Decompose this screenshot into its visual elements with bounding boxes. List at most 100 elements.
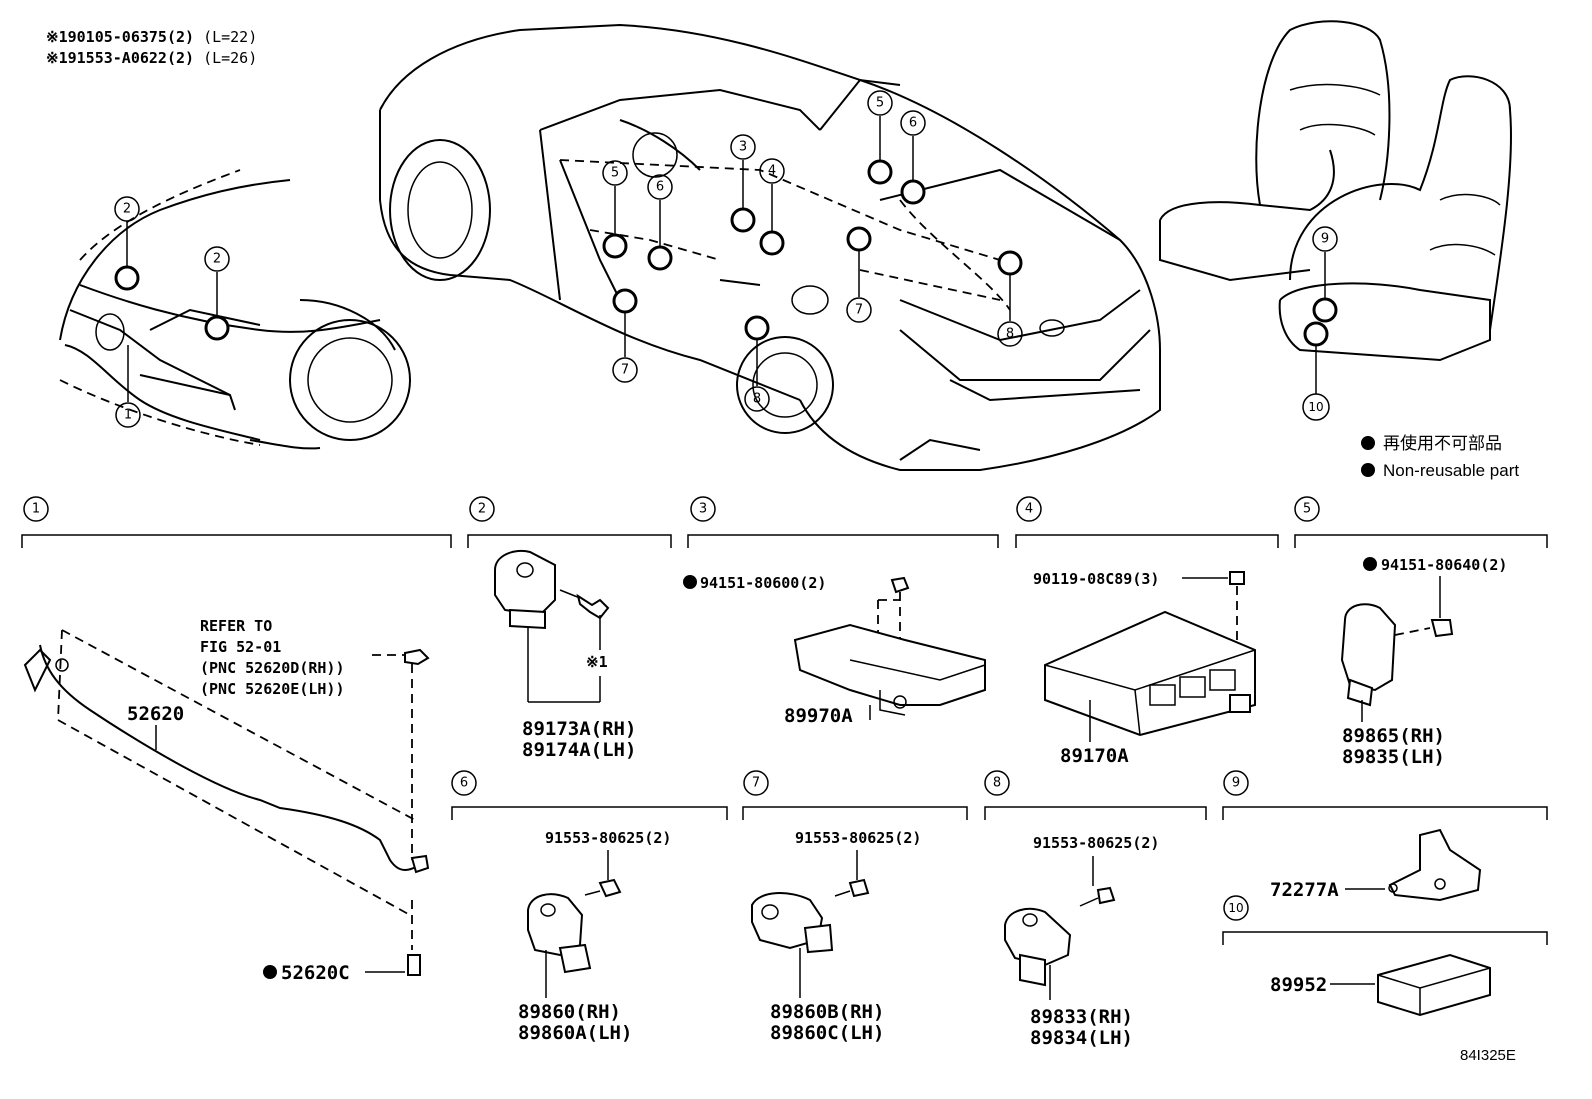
svg-text:4: 4: [1025, 502, 1033, 517]
svg-text:5: 5: [1303, 502, 1311, 517]
vehicle-callout-10: 10: [1302, 393, 1330, 421]
svg-text:10: 10: [1308, 400, 1323, 414]
section-7-fastener: 91553-80625(2): [795, 829, 921, 847]
vehicle-callout-7a: 7: [612, 357, 638, 383]
section-3-part: 89970A: [784, 705, 853, 727]
svg-text:8: 8: [993, 776, 1001, 791]
section-9-part: 72277A: [1270, 879, 1339, 901]
section-1-refer-line3: (PNC 52620D(RH)): [200, 659, 345, 677]
vehicle-callout-9: 9: [1312, 226, 1338, 252]
vehicle-callout-1: 1: [115, 402, 141, 428]
legend-en: Non-reusable part: [1383, 461, 1519, 480]
section-6-part-rh: 89860(RH): [518, 1001, 621, 1023]
section-1-refer-line1: REFER TO: [200, 617, 272, 635]
section-3-fastener: 94151-80600(2): [700, 574, 826, 592]
section-8-part-rh: 89833(RH): [1030, 1006, 1133, 1028]
svg-text:9: 9: [1232, 776, 1240, 791]
section-7-sensor: [751, 878, 870, 998]
section-7-part-rh: 89860B(RH): [770, 1001, 884, 1023]
section-1-part-52620C: 52620C: [281, 962, 350, 984]
svg-text:3: 3: [739, 140, 747, 155]
section-brackets-row1: [21, 534, 1548, 548]
vehicle-callout-2b: 2: [204, 246, 230, 272]
non-reusable-mark-52620C: [263, 965, 277, 979]
header-note-1: ※190105-06375(2) (L=22): [46, 28, 257, 46]
svg-text:3: 3: [699, 502, 707, 517]
section-5-part-lh: 89835(LH): [1342, 746, 1445, 768]
vehicle-callout-8b: 8: [997, 321, 1023, 347]
section-2-note: ※1: [586, 653, 608, 671]
legend-jp: 再使用不可部品: [1383, 433, 1502, 453]
svg-text:10: 10: [1228, 901, 1243, 915]
section-1-refer-line4: (PNC 52620E(LH)): [200, 680, 345, 698]
section-2-part-rh: 89173A(RH): [522, 718, 636, 740]
legend: 再使用不可部品 Non-reusable part: [1361, 433, 1519, 480]
svg-text:7: 7: [855, 303, 863, 318]
vehicle-callout-5a: 5: [602, 160, 628, 186]
vehicle-callout-5b: 5: [867, 90, 893, 116]
car-illustration: [379, 23, 1161, 471]
section-4-airbag-ecu: [1044, 571, 1256, 742]
section-number-4: 4: [1016, 496, 1042, 522]
section-9-bracket: [1345, 828, 1482, 902]
callouts-on-vehicle: [114, 116, 1338, 402]
svg-text:1: 1: [32, 502, 40, 517]
svg-text:2: 2: [213, 252, 221, 267]
svg-text:6: 6: [656, 180, 664, 195]
svg-text:5: 5: [611, 166, 619, 181]
section-4-fastener: 90119-08C89(3): [1033, 570, 1159, 588]
section-6-sensor: [527, 878, 622, 998]
section-5-part-rh: 89865(RH): [1342, 725, 1445, 747]
section-1-part-52620: 52620: [127, 703, 184, 725]
section-1-refer-line2: FIG 52-01: [200, 638, 281, 656]
vehicle-callout-8a: 8: [744, 386, 770, 412]
section-number-7: 7: [743, 770, 769, 796]
vehicle-callout-7b: 7: [846, 297, 872, 323]
section-number-2: 2: [469, 496, 495, 522]
seats-illustration: [1159, 20, 1512, 362]
vehicle-callout-6a: 6: [647, 174, 673, 200]
svg-text:6: 6: [460, 776, 468, 791]
section-1-wire-part: [23, 629, 430, 976]
front-bumper-illustration: [59, 169, 411, 450]
section-number-10: 10: [1223, 895, 1249, 921]
svg-text:6: 6: [909, 116, 917, 131]
svg-text:5: 5: [876, 96, 884, 111]
vehicle-callout-4: 4: [759, 158, 785, 184]
non-reusable-mark-5: [1363, 557, 1377, 571]
section-brackets-row2: [451, 806, 1548, 945]
section-number-6: 6: [451, 770, 477, 796]
header-note-2: ※191553-A0622(2) (L=26): [46, 49, 257, 67]
section-number-5: 5: [1294, 496, 1320, 522]
section-8-part-lh: 89834(LH): [1030, 1027, 1133, 1049]
section-7-part-lh: 89860C(LH): [770, 1022, 884, 1044]
section-number-3: 3: [690, 496, 716, 522]
svg-text:8: 8: [753, 392, 761, 407]
section-8-sensor: [1004, 886, 1116, 1000]
section-5-side-sensor: [1340, 603, 1454, 722]
section-8-fastener: 91553-80625(2): [1033, 834, 1159, 852]
vehicle-callout-2a: 2: [114, 196, 140, 222]
svg-text:7: 7: [752, 776, 760, 791]
section-10-part: 89952: [1270, 974, 1327, 996]
svg-text:8: 8: [1006, 327, 1014, 342]
svg-text:1: 1: [124, 408, 132, 423]
section-4-part: 89170A: [1060, 745, 1129, 767]
section-6-fastener: 91553-80625(2): [545, 829, 671, 847]
section-number-8: 8: [984, 770, 1010, 796]
svg-text:2: 2: [123, 202, 131, 217]
section-number-9: 9: [1223, 770, 1249, 796]
svg-text:7: 7: [621, 363, 629, 378]
section-2-part-lh: 89174A(LH): [522, 739, 636, 761]
figure-id: 84I325E: [1460, 1047, 1516, 1064]
section-5-fastener: 94151-80640(2): [1381, 556, 1507, 574]
section-number-1: 1: [23, 496, 49, 522]
svg-text:2: 2: [478, 502, 486, 517]
non-reusable-mark-3: [683, 575, 697, 589]
section-10-module: [1330, 953, 1491, 1017]
section-3-bracket: [793, 576, 986, 720]
section-6-part-lh: 89860A(LH): [518, 1022, 632, 1044]
svg-text:9: 9: [1321, 232, 1329, 247]
section-2-front-sensor: [494, 550, 610, 703]
